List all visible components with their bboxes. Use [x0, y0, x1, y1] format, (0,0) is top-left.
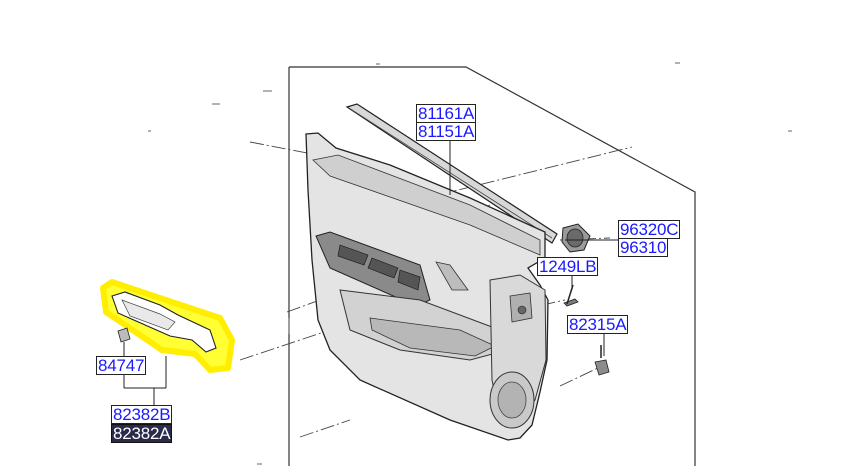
part-label-1249lb[interactable]: 1249LB	[537, 257, 599, 276]
assembly-outline	[288, 66, 696, 466]
tweeter-speaker[interactable]	[561, 223, 591, 253]
trim-clip[interactable]	[594, 345, 610, 376]
armrest-part-highlighted[interactable]	[100, 279, 235, 373]
armrest-clip[interactable]	[117, 327, 131, 343]
door-trim-panel[interactable]	[305, 132, 549, 441]
stray-marks	[148, 62, 792, 465]
part-label-96310[interactable]: 96310	[618, 238, 669, 257]
part-label-82315a[interactable]: 82315A	[567, 315, 629, 334]
part-label-96320c[interactable]: 96320C	[618, 220, 681, 239]
part-label-81151a[interactable]: 81151A	[416, 122, 477, 141]
belt-weatherstrip[interactable]	[345, 103, 558, 244]
part-label-84747[interactable]: 84747	[96, 356, 147, 375]
part-label-82382b[interactable]: 82382B	[111, 405, 173, 424]
part-label-81161a[interactable]: 81161A	[416, 104, 477, 123]
screw[interactable]	[563, 284, 579, 307]
part-label-82382a[interactable]: 82382A	[111, 424, 173, 443]
